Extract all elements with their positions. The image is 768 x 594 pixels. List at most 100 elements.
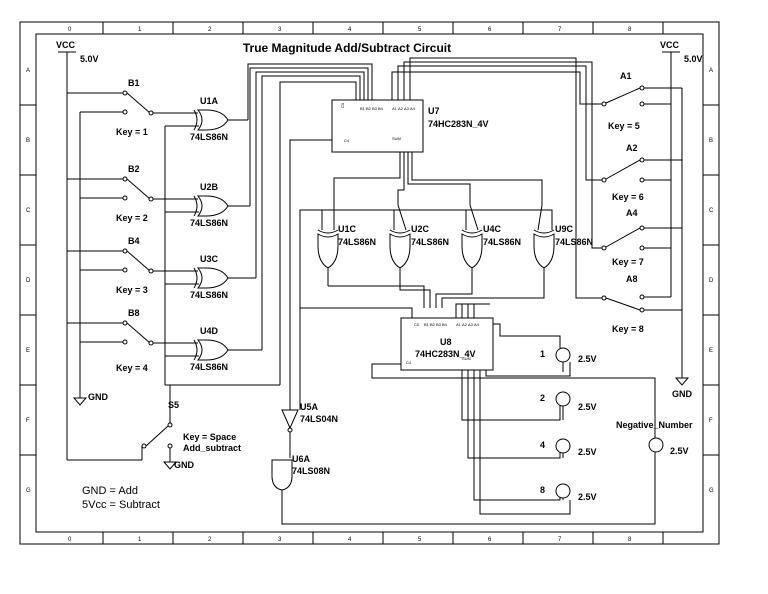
switch-a4-name: A4 [626,208,638,218]
switch-b2[interactable]: B2 Key = 2 [67,164,198,223]
u2b-part: 74LS86N [190,218,228,228]
probe-8: 8 2.5V [540,483,597,502]
xor-gate-u4d: U4D 74LS86N [165,326,262,372]
svg-text:B2: B2 [430,322,436,327]
u7-name: U7 [428,106,440,116]
col-label-4-bottom: 4 [348,537,352,543]
col-label-1-bottom: 1 [138,537,142,543]
col-label-3-bottom: 3 [278,537,282,543]
probe-2-value: 2.5V [578,402,597,412]
u9c-name: U9C [555,224,574,234]
svg-text:A2: A2 [398,106,404,111]
svg-text:A3: A3 [404,106,410,111]
svg-text:A1: A1 [456,322,462,327]
col-label-0-bottom: 0 [68,537,72,543]
note-subtract: 5Vcc = Subtract [82,499,160,511]
svg-text:B3: B3 [436,322,442,327]
u1a-name: U1A [200,96,219,106]
xor-gate-u1a: U1A 74LS86N [165,96,248,142]
row-label-d-right: D [709,278,714,284]
svg-text:B1: B1 [424,322,430,327]
svg-text:A2: A2 [462,322,468,327]
u4d-part: 74LS86N [190,362,228,372]
switch-b1[interactable]: B1 Key = 1 [67,78,198,137]
switch-a1[interactable]: A1 Key = 5 [601,71,682,131]
probe-2: 2 2.5V [540,391,597,420]
u8-b-inputs [300,285,545,318]
u1a-part: 74LS86N [190,132,228,142]
vcc-left-label: VCC [56,40,76,50]
svg-text:B2: B2 [366,106,372,111]
svg-text:C4: C4 [406,360,412,365]
probe-1-value: 2.5V [578,354,597,364]
svg-text:B4: B4 [442,322,448,327]
row-label-b: B [26,138,30,144]
s5-gnd-label: GND [174,460,195,470]
gnd-left-label: GND [88,392,109,402]
svg-text:A4: A4 [474,322,480,327]
col-label-2-bottom: 2 [208,537,212,543]
xor-gate-u2c: U2C 74LS86N [389,224,449,286]
probe-4: 4 2.5V [540,438,597,458]
probe-8-value: 2.5V [578,492,597,502]
switch-a8[interactable]: A8 Key = 8 [601,274,682,334]
gnd-left: GND [72,112,109,406]
u3c-part: 74LS86N [190,290,228,300]
switch-a2[interactable]: A2 Key = 6 [601,143,682,202]
switch-a2-name: A2 [626,143,638,153]
switch-b2-name: B2 [128,164,140,174]
switch-b4[interactable]: B4 Key = 3 [67,236,198,295]
u7-b-inputs [247,63,373,385]
svg-text:B4: B4 [378,106,384,111]
u4c-name: U4C [483,224,502,234]
svg-text:C0: C0 [414,322,420,327]
probe-8-name: 8 [540,485,545,495]
switch-s5-name: S5 [168,400,179,410]
col-label-2: 2 [208,27,212,33]
u2b-name: U2B [200,182,219,192]
probe-negative-name: Negative_Number [616,420,693,430]
xor-gate-u2b: U2B 74LS86N [165,182,250,228]
switch-s5-add-subtract[interactable]: GND S5 Key = Space Add_subtract [67,385,241,470]
vcc-right-value: 5.0V [684,54,703,64]
switch-b8[interactable]: B8 Key = 4 [67,308,198,373]
col-label-5-bottom: 5 [418,537,422,543]
svg-text:A4: A4 [410,106,416,111]
col-label-0: 0 [68,27,72,33]
switch-b4-name: B4 [128,236,140,246]
switch-s5-key: Key = Space [183,432,236,442]
col-label-8-bottom: 8 [628,537,632,543]
col-label-7-bottom: 7 [558,537,562,543]
row-label-c: C [26,208,31,214]
switch-b1-key: Key = 1 [116,127,148,137]
inverter-u5a: U5A 74LS04N [281,390,338,458]
u2c-name: U2C [411,224,430,234]
xor-gate-u4c: U4C 74LS86N [461,224,521,286]
row-label-c-right: C [709,208,714,214]
probe-2-name: 2 [540,393,545,403]
svg-text:A3: A3 [468,322,474,327]
col-label-6: 6 [488,27,492,33]
probe-1-name: 1 [540,349,545,359]
gnd-right-label: GND [672,389,693,399]
svg-text:C0: C0 [340,102,345,108]
xor-gate-u9c: U9C 74LS86N [533,224,593,286]
switch-s5-extra: Add_subtract [183,443,241,453]
row-label-f-right: F [709,418,713,424]
u7-outputs [289,139,543,410]
u5a-part: 74LS04N [300,414,338,424]
probe-1: 1 2.5V [540,347,597,372]
gnd-right: GND [672,88,693,399]
switch-a2-key: Key = 6 [612,192,644,202]
row-label-e-right: E [709,348,713,354]
u1c-name: U1C [338,224,357,234]
u3c-name: U3C [200,254,219,264]
switch-a4[interactable]: A4 Key = 7 [601,208,682,267]
switch-b1-name: B1 [128,78,140,88]
col-label-6-bottom: 6 [488,537,492,543]
svg-text:SUM: SUM [462,356,471,361]
adder-u7: C0 B1 B2 B3 B4 A1 A2 A3 A4 C4 SUM U7 74H… [331,99,489,153]
border-frame: 0 1 2 3 4 5 6 7 8 0 1 2 3 4 5 6 7 8 A B … [19,21,720,545]
row-label-g-right: G [709,488,714,494]
